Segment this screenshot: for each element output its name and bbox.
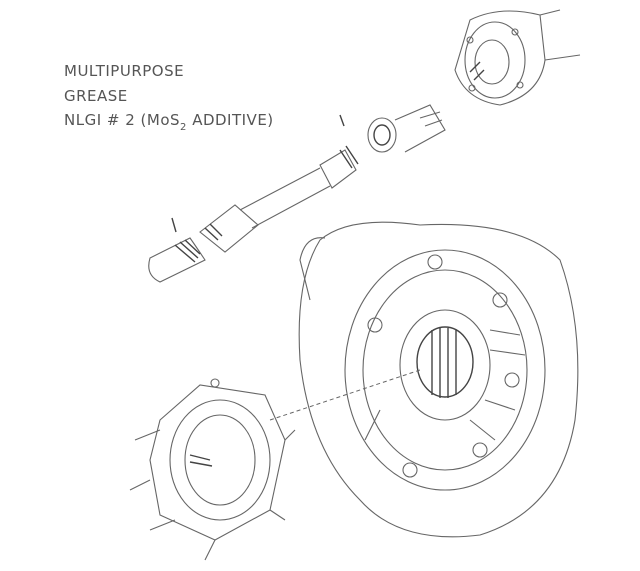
alignment-line (269, 369, 421, 421)
wheel-hub-assembly (298, 221, 579, 538)
hub-flange (129, 378, 296, 561)
drive-shaft (148, 104, 446, 283)
grease-label-line2: GREASE (64, 87, 128, 105)
differential-housing (454, 9, 581, 106)
grease-label-line3: NLGI # 2 (MoS2 ADDITIVE) (64, 111, 274, 133)
grease-label-line1: MULTIPURPOSE (64, 62, 185, 80)
